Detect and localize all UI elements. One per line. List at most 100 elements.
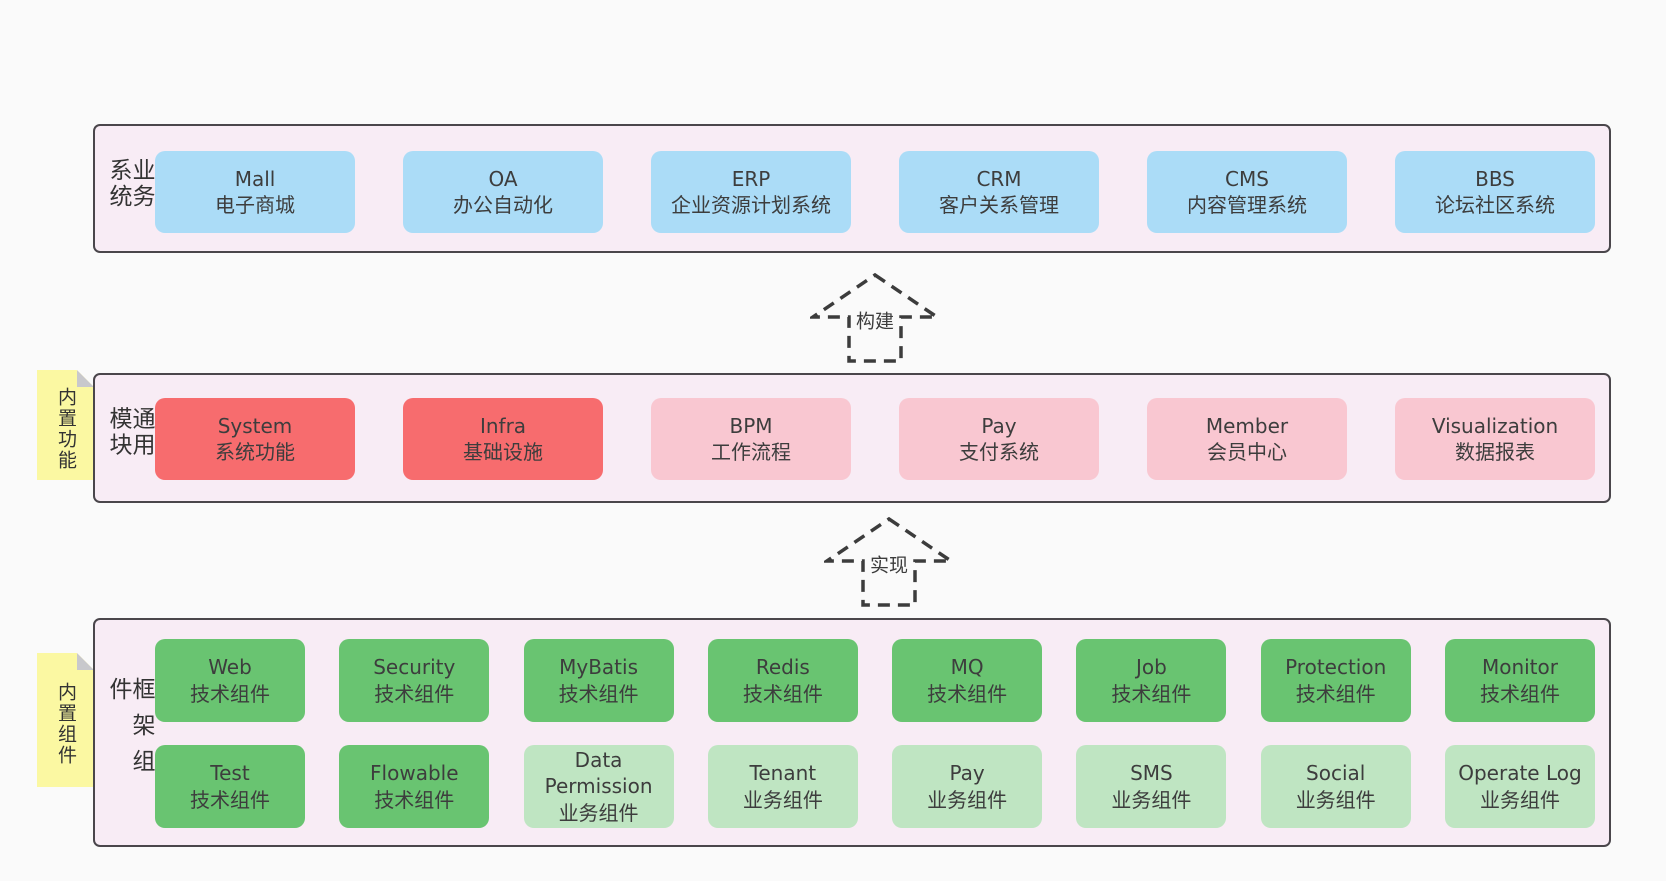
box-subtitle: 论坛社区系统	[1435, 193, 1555, 217]
box-title: MyBatis	[559, 655, 638, 680]
box-title: CRM	[976, 166, 1022, 191]
box-subtitle: 技术组件	[1479, 681, 1560, 706]
box-subtitle: 技术组件	[190, 787, 270, 812]
box-member: Member 会员中心	[1147, 398, 1347, 480]
box-subtitle: 技术组件	[1295, 681, 1376, 706]
box-title: Security	[373, 655, 456, 680]
box-title: Data Permission	[544, 747, 653, 799]
sticky-builtin-features: 内置功能	[37, 370, 94, 480]
sticky-builtin-components: 内置组件	[37, 653, 94, 787]
box-title: MQ	[950, 655, 984, 680]
box-title: Flowable	[370, 761, 459, 786]
section-label-framework-components: 框架组件	[105, 676, 154, 785]
box-title: Visualization	[1431, 413, 1559, 438]
box-title: Operate Log	[1458, 761, 1582, 786]
arrow-implement: 实现	[824, 516, 954, 608]
box-title: Monitor	[1481, 655, 1558, 680]
box-title: Pay	[949, 761, 985, 786]
box-subtitle: 会员中心	[1207, 440, 1287, 464]
box-subtitle: 业务组件	[927, 787, 1008, 812]
box-title: SMS	[1130, 761, 1173, 786]
box-subtitle: 数据报表	[1455, 440, 1535, 464]
box-title: Protection	[1285, 655, 1387, 680]
box-data-permission: Data Permission 业务组件	[523, 745, 674, 828]
box-subtitle: 业务组件	[558, 800, 639, 825]
sticky-fold-icon	[77, 653, 94, 670]
panel-common-modules: 通用模块 System 系统功能 Infra 基础设施 BPM 工作流程 Pay…	[93, 373, 1611, 503]
box-subtitle: 技术组件	[927, 681, 1008, 706]
box-subtitle: 工作流程	[711, 440, 791, 464]
box-subtitle: 业务组件	[1479, 787, 1560, 812]
box-title: ERP	[731, 166, 771, 191]
box-subtitle: 支付系统	[959, 440, 1039, 464]
box-web: Web 技术组件	[155, 639, 305, 722]
box-title: System	[217, 413, 293, 438]
panel-business-systems: 业务系统 Mall 电子商城 OA 办公自动化 ERP 企业资源计划系统 CRM…	[93, 124, 1611, 253]
box-title: Pay	[981, 413, 1017, 438]
box-subtitle: 内容管理系统	[1187, 193, 1307, 217]
common-modules-row: System 系统功能 Infra 基础设施 BPM 工作流程 Pay 支付系统…	[155, 398, 1595, 480]
box-title: Mall	[234, 166, 276, 191]
box-bbs: BBS 论坛社区系统	[1395, 151, 1595, 233]
box-security: Security 技术组件	[339, 639, 490, 722]
box-title: Infra	[479, 413, 527, 438]
sticky-fold-icon	[77, 370, 94, 387]
box-operate-log: Operate Log 业务组件	[1444, 745, 1595, 828]
box-title: OA	[488, 166, 518, 191]
box-title: Tenant	[749, 761, 817, 786]
box-subtitle: 业务组件	[742, 787, 823, 812]
box-subtitle: 技术组件	[190, 681, 270, 706]
panel-framework-components: 框架组件 Web 技术组件 Security 技术组件 MyBatis 技术组件…	[93, 618, 1611, 847]
box-cms: CMS 内容管理系统	[1147, 151, 1347, 233]
box-infra: Infra 基础设施	[403, 398, 603, 480]
box-subtitle: 技术组件	[742, 681, 823, 706]
box-redis: Redis 技术组件	[707, 639, 858, 722]
box-subtitle: 系统功能	[215, 440, 295, 464]
box-title: BBS	[1475, 166, 1515, 191]
box-title: Job	[1135, 655, 1167, 680]
box-title: Redis	[755, 655, 810, 680]
box-subtitle: 技术组件	[1111, 681, 1192, 706]
box-title: Member	[1205, 413, 1289, 438]
box-flowable: Flowable 技术组件	[339, 745, 490, 828]
box-bpm: BPM 工作流程	[651, 398, 851, 480]
box-visualization: Visualization 数据报表	[1395, 398, 1595, 480]
box-subtitle: 业务组件	[1111, 787, 1192, 812]
box-subtitle: 企业资源计划系统	[671, 193, 831, 217]
arrow-implement-label: 实现	[866, 549, 912, 579]
box-system: System 系统功能	[155, 398, 355, 480]
box-title: BPM	[729, 413, 773, 438]
box-tenant: Tenant 业务组件	[707, 745, 858, 828]
box-subtitle: 办公自动化	[453, 193, 553, 217]
box-subtitle: 业务组件	[1295, 787, 1376, 812]
box-test: Test 技术组件	[155, 745, 305, 828]
box-subtitle: 电子商城	[215, 193, 295, 217]
framework-components-row-2: Test 技术组件 Flowable 技术组件 Data Permission …	[155, 745, 1595, 828]
section-label-business-systems: 业务系统	[105, 157, 154, 210]
framework-components-row-1: Web 技术组件 Security 技术组件 MyBatis 技术组件 Redi…	[155, 639, 1595, 722]
box-pay: Pay 支付系统	[899, 398, 1099, 480]
business-systems-row: Mall 电子商城 OA 办公自动化 ERP 企业资源计划系统 CRM 客户关系…	[155, 151, 1595, 233]
box-subtitle: 技术组件	[558, 681, 639, 706]
box-subtitle: 基础设施	[463, 440, 543, 464]
sticky-builtin-components-label: 内置组件	[55, 682, 77, 766]
box-pay-component: Pay 业务组件	[892, 745, 1043, 828]
box-title: Social	[1306, 761, 1366, 786]
box-social: Social 业务组件	[1260, 745, 1411, 828]
box-subtitle: 技术组件	[374, 787, 455, 812]
section-label-common-modules: 通用模块	[105, 406, 154, 459]
box-title: Web	[208, 655, 252, 680]
box-mq: MQ 技术组件	[892, 639, 1043, 722]
box-mybatis: MyBatis 技术组件	[523, 639, 674, 722]
arrow-build-label: 构建	[852, 305, 898, 335]
box-subtitle: 技术组件	[374, 681, 455, 706]
box-protection: Protection 技术组件	[1260, 639, 1411, 722]
box-mall: Mall 电子商城	[155, 151, 355, 233]
box-oa: OA 办公自动化	[403, 151, 603, 233]
box-subtitle: 客户关系管理	[939, 193, 1059, 217]
box-job: Job 技术组件	[1076, 639, 1227, 722]
sticky-builtin-features-label: 内置功能	[55, 387, 77, 471]
box-monitor: Monitor 技术组件	[1444, 639, 1595, 722]
arrow-build: 构建	[810, 272, 940, 364]
box-sms: SMS 业务组件	[1076, 745, 1227, 828]
